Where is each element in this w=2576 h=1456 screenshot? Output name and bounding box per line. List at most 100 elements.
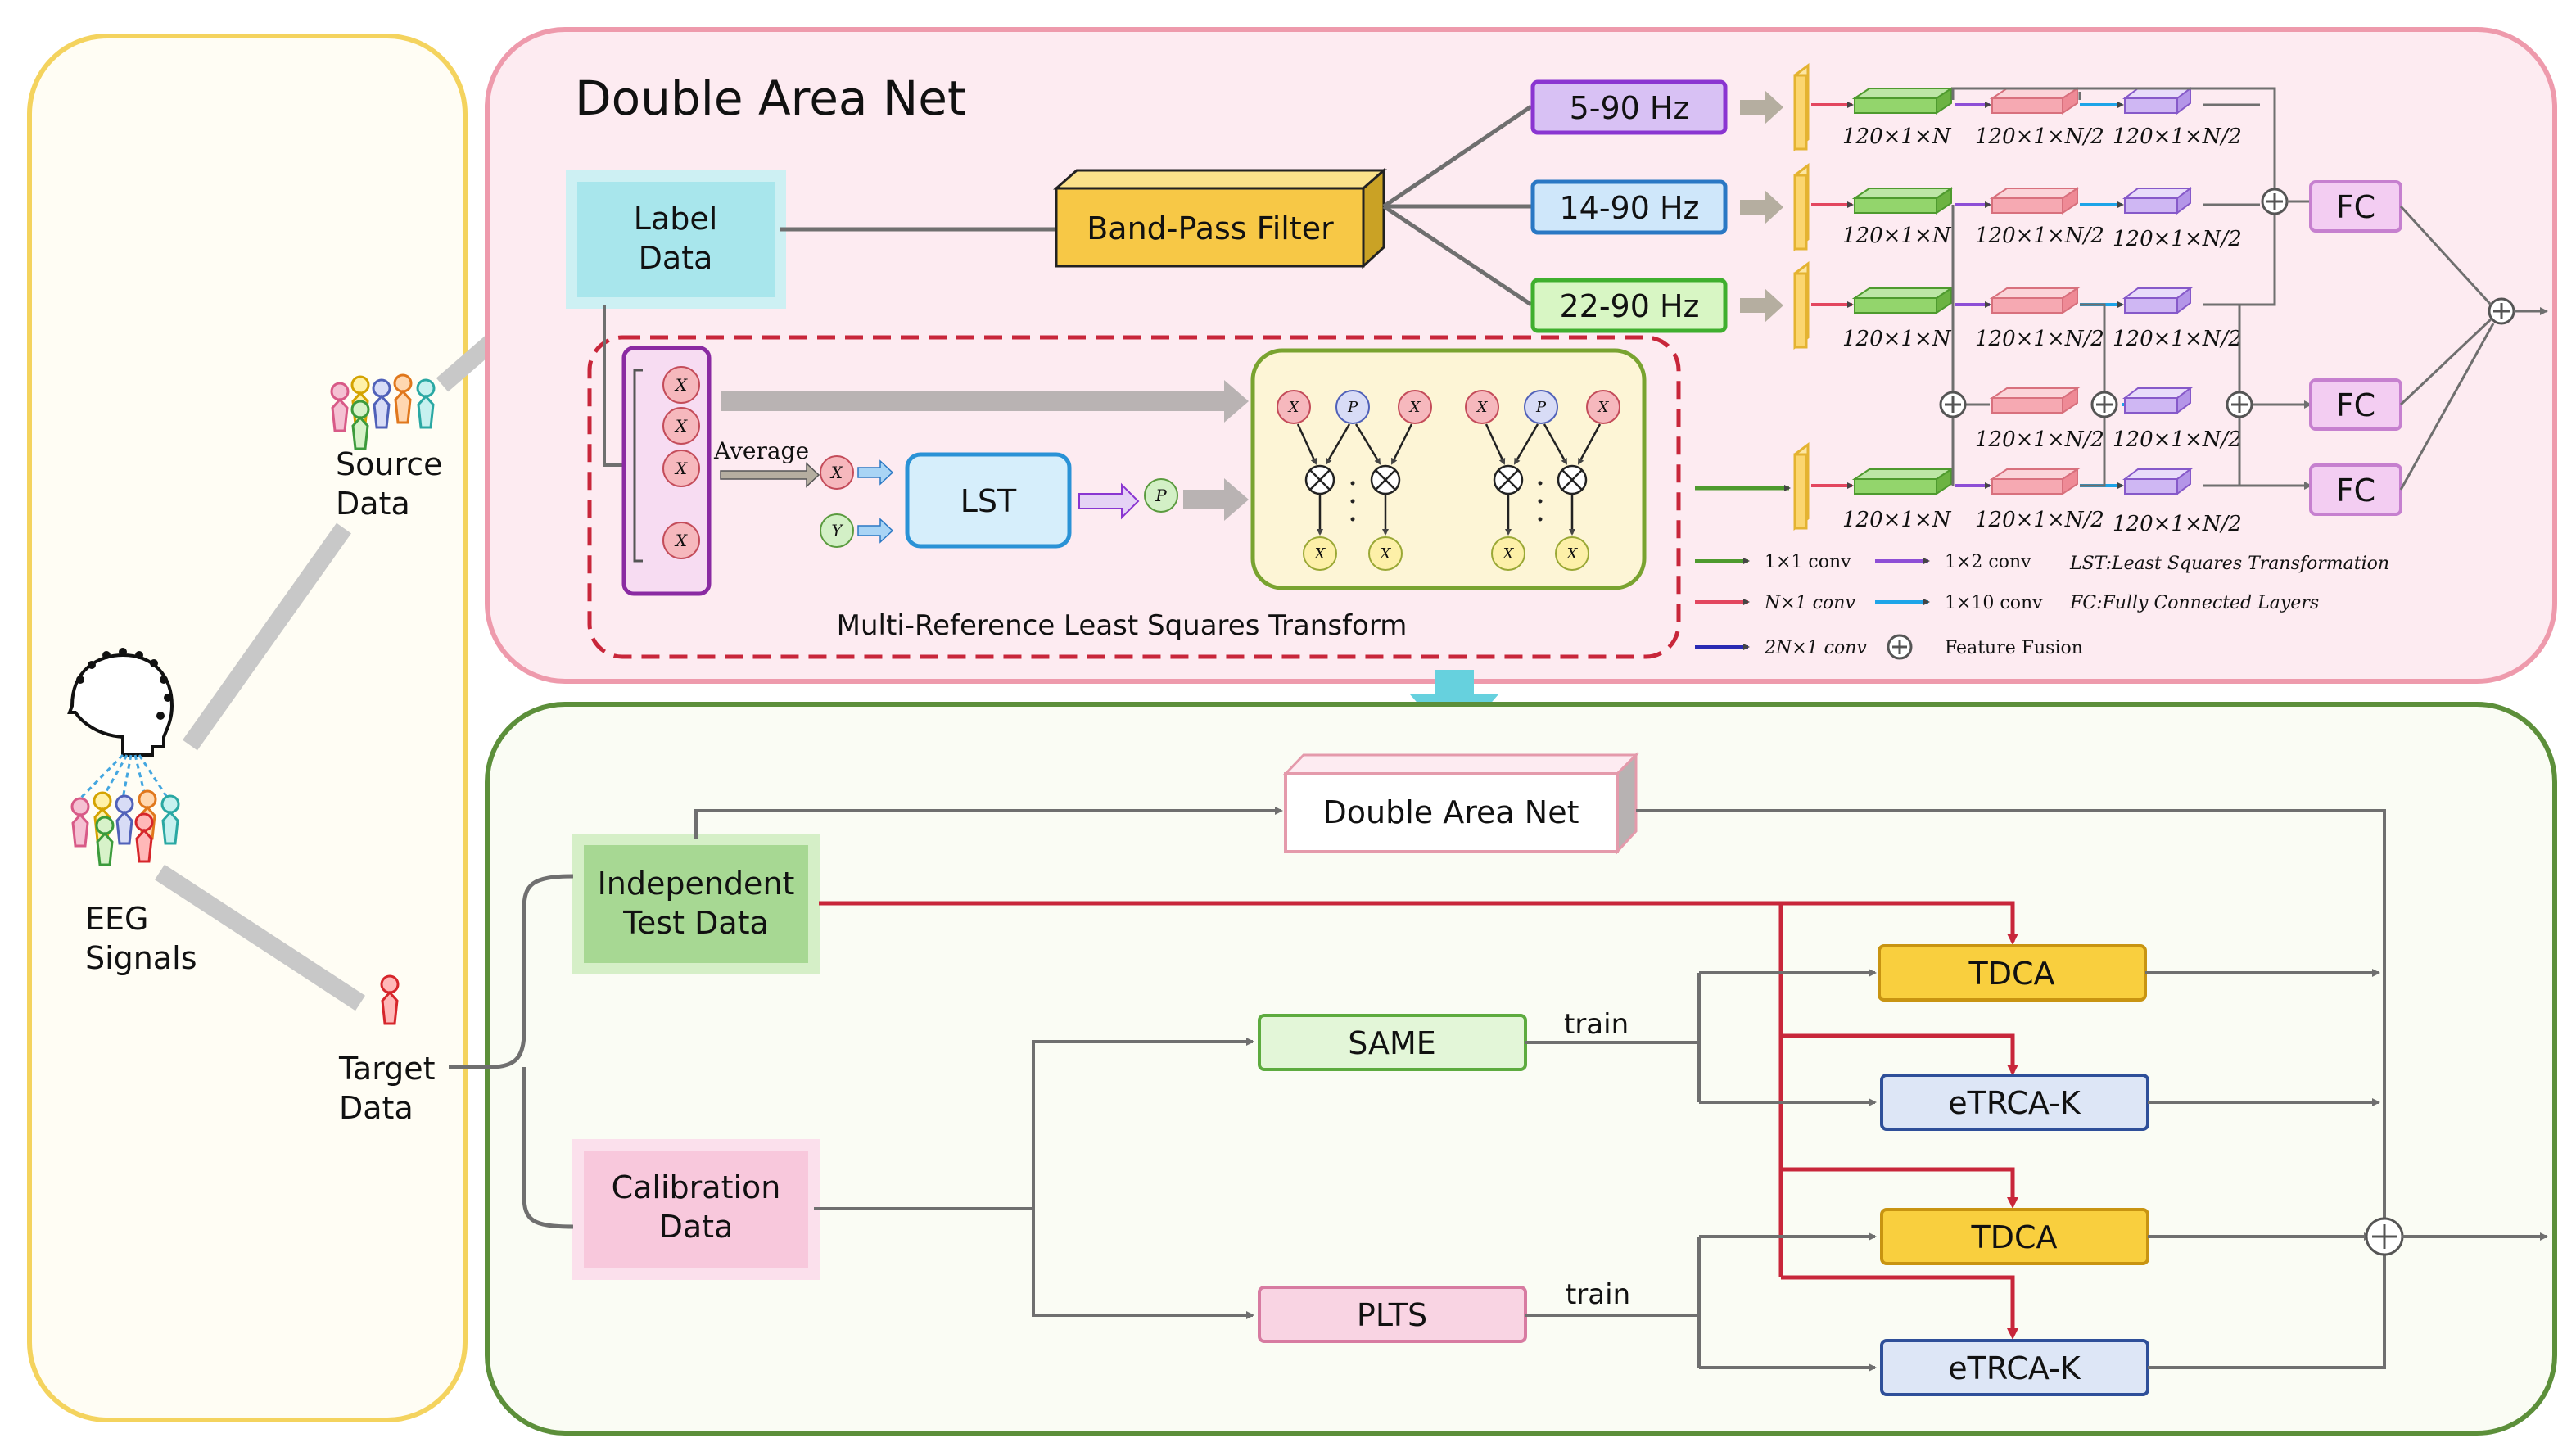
final-fusion-icon xyxy=(2365,1217,2404,1256)
svg-text:120×1×N/2: 120×1×N/2 xyxy=(2113,512,2242,536)
svg-text:1×1 conv: 1×1 conv xyxy=(1765,552,1851,572)
avg-to-lst-arrow xyxy=(857,459,894,486)
independent-test-data-l2: Test Data xyxy=(622,905,769,941)
test-data-red-lines xyxy=(819,901,2018,1340)
svg-text:120×1×N/2: 120×1×N/2 xyxy=(1975,124,2104,149)
svg-text:2N×1 conv: 2N×1 conv xyxy=(1764,638,1867,658)
hz-14-90-box xyxy=(1530,179,1728,235)
double-area-net-box-label: Double Area Net xyxy=(1323,794,1579,830)
input-slabs xyxy=(1793,63,1810,531)
projection-node-label: P xyxy=(1155,486,1167,505)
svg-text:P: P xyxy=(1535,399,1547,416)
bandpass-to-hz3-line xyxy=(1382,204,1533,307)
svg-text:LST:Least Squares Transformati: LST:Least Squares Transformation xyxy=(2069,554,2389,574)
bandpass-to-hz1-line xyxy=(1382,104,1533,209)
p-to-matrix-arrow xyxy=(1183,478,1249,521)
eeg-head-icon xyxy=(67,648,174,800)
target-bracket xyxy=(449,874,574,1229)
dan-to-output-line xyxy=(1636,809,2386,1220)
svg-text:X: X xyxy=(1566,545,1579,563)
feature-fusion-icons xyxy=(1939,188,2515,418)
svg-text:X: X xyxy=(1408,399,1421,416)
source-data-label-l1: Source xyxy=(336,446,443,482)
test-signal-node-label: Y xyxy=(831,521,843,540)
fc-box-3-label: FC xyxy=(2336,473,2375,509)
eeg-to-source-connector xyxy=(183,522,351,751)
lst-label: LST xyxy=(960,483,1017,519)
target-data-label-l2: Data xyxy=(339,1090,414,1126)
indep-to-dan-line xyxy=(694,807,1283,839)
svg-text:X: X xyxy=(1287,399,1300,416)
mrlst-title: Multi-Reference Least Squares Transform xyxy=(837,609,1408,642)
svg-text:1×10 conv: 1×10 conv xyxy=(1945,593,2043,613)
svg-text:120×1×N/2: 120×1×N/2 xyxy=(2113,124,2242,149)
independent-test-data-l1: Independent xyxy=(598,866,795,902)
hz-5-90-box xyxy=(1530,79,1728,135)
svg-text:X: X xyxy=(1502,545,1515,563)
svg-text:X: X xyxy=(674,375,688,395)
mrlst-dashed-box xyxy=(587,335,1681,659)
svg-text:X: X xyxy=(1379,545,1392,563)
hz-22-90-label: 22-90 Hz xyxy=(1559,288,1699,324)
svg-text:120×1×N/2: 120×1×N/2 xyxy=(2113,427,2242,452)
svg-text:120×1×N: 120×1×N xyxy=(1842,327,1952,351)
eeg-to-target-connector xyxy=(154,864,366,1011)
tdca-box-1-label: TDCA xyxy=(1968,956,2054,992)
svg-text:X: X xyxy=(674,459,688,478)
label-to-stack-line xyxy=(603,305,624,467)
top-panel-title: Double Area Net xyxy=(575,70,966,126)
eeg-signals-label-l2: Signals xyxy=(85,940,197,976)
template-nodes xyxy=(662,366,700,559)
hz-22-90-box xyxy=(1530,278,1728,333)
label-data-l2: Data xyxy=(639,240,713,276)
svg-text:120×1×N/2: 120×1×N/2 xyxy=(2113,227,2242,251)
hz-14-90-label: 14-90 Hz xyxy=(1559,190,1699,226)
lst-to-p-arrow xyxy=(1078,482,1140,520)
svg-text:120×1×N/2: 120×1×N/2 xyxy=(1975,427,2104,452)
model-output-lines xyxy=(2145,969,2386,1369)
svg-text:P: P xyxy=(1347,399,1358,416)
target-subject-icon xyxy=(380,974,400,1025)
svg-text:X: X xyxy=(1597,399,1610,416)
projection-node xyxy=(1144,478,1178,513)
test-to-lst-arrow xyxy=(857,518,894,544)
svg-text:Feature Fusion: Feature Fusion xyxy=(1945,638,2083,658)
svg-text:120×1×N/2: 120×1×N/2 xyxy=(1975,224,2104,248)
conv-legend: 1×1 conv 1×2 conv LST:Least Squares Tran… xyxy=(1695,552,2389,660)
etrca-box-2-label: eTRCA-K xyxy=(1948,1350,2081,1386)
svg-text:120×1×N: 120×1×N xyxy=(1842,224,1952,248)
calib-to-plts-line xyxy=(1032,1209,1254,1319)
band-pass-filter-label: Band-Pass Filter xyxy=(1087,210,1334,246)
plts-train-label: train xyxy=(1566,1278,1630,1311)
lst-box xyxy=(905,452,1072,549)
stack-to-lst-matrix-arrow xyxy=(721,380,1249,423)
etrca-box-1-label: eTRCA-K xyxy=(1948,1085,2081,1121)
svg-text:120×1×N: 120×1×N xyxy=(1842,508,1952,532)
double-area-net-box xyxy=(1282,752,1639,855)
feature-blocks xyxy=(1811,87,2193,495)
test-signal-node xyxy=(820,513,854,548)
calibration-data-l1: Calibration xyxy=(612,1169,781,1205)
svg-text:FC:Fully Connected Layers: FC:Fully Connected Layers xyxy=(2069,593,2319,613)
avg-template-node xyxy=(820,455,854,490)
average-arrow xyxy=(720,462,820,488)
svg-text:X: X xyxy=(674,531,688,550)
calibration-data-l2: Data xyxy=(659,1209,734,1245)
dimension-labels: 120×1×N 120×1×N/2 120×1×N/2 120×1×N 120×… xyxy=(1842,124,2242,536)
svg-text:X: X xyxy=(674,416,688,436)
label-data-box xyxy=(566,170,786,309)
svg-text:X: X xyxy=(1476,399,1489,416)
svg-text:X: X xyxy=(1313,545,1326,563)
fusion-wiring xyxy=(1951,87,2285,487)
eeg-signals-label-l1: EEG xyxy=(85,901,148,937)
transform-matrix-graph: X P X X P X X X X X xyxy=(1277,390,1620,571)
avg-template-node-label: X xyxy=(829,463,843,482)
band-pass-filter-box xyxy=(1053,167,1387,269)
svg-text:1×2 conv: 1×2 conv xyxy=(1945,552,2031,572)
svg-text:120×1×N/2: 120×1×N/2 xyxy=(1975,508,2104,532)
tdca-box-2-label: TDCA xyxy=(1970,1219,2057,1255)
eeg-subjects-icon xyxy=(70,789,180,866)
fc-box-1-label: FC xyxy=(2336,189,2375,225)
label-data-l1: Label xyxy=(634,201,718,237)
